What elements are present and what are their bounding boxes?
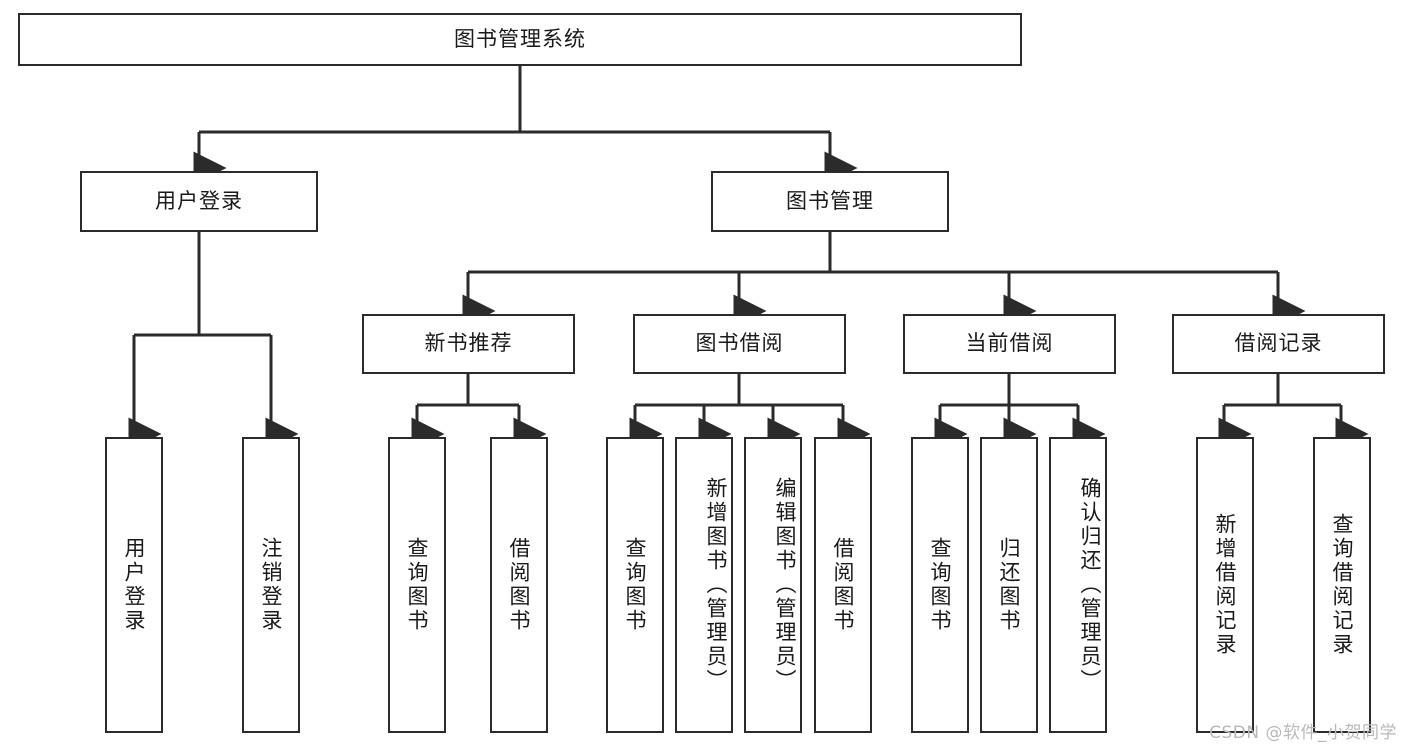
node-label: 编辑图书（管理员） bbox=[773, 477, 797, 693]
node-label: 查询图书 bbox=[928, 537, 952, 633]
node-label: 借阅记录 bbox=[1234, 331, 1323, 356]
node-label: 查询图书 bbox=[623, 537, 647, 633]
node-label: 新书推荐 bbox=[424, 331, 513, 356]
node-borrow-record[interactable]: 借阅记录 bbox=[1172, 314, 1385, 374]
node-label: 当前借阅 bbox=[965, 331, 1054, 356]
leaf-logout[interactable]: 注销登录 bbox=[242, 437, 300, 733]
leaf-edit-book-admin[interactable]: 编辑图书（管理员） bbox=[744, 437, 802, 733]
leaf-return-book[interactable]: 归还图书 bbox=[980, 437, 1038, 733]
node-label: 注销登录 bbox=[259, 537, 283, 633]
node-label: 新增图书（管理员） bbox=[704, 477, 728, 693]
node-book-management[interactable]: 图书管理 bbox=[711, 171, 949, 232]
leaf-query-book-nb[interactable]: 查询图书 bbox=[388, 437, 446, 733]
leaf-query-borrow-record[interactable]: 查询借阅记录 bbox=[1313, 437, 1371, 733]
node-label: 图书借阅 bbox=[695, 331, 784, 356]
leaf-query-book-cb[interactable]: 查询图书 bbox=[911, 437, 969, 733]
leaf-borrow-book-bb[interactable]: 借阅图书 bbox=[814, 437, 872, 733]
node-label: 查询借阅记录 bbox=[1330, 513, 1354, 657]
leaf-add-borrow-record[interactable]: 新增借阅记录 bbox=[1196, 437, 1254, 733]
node-current-borrow[interactable]: 当前借阅 bbox=[903, 314, 1116, 374]
leaf-query-book-bb[interactable]: 查询图书 bbox=[606, 437, 664, 733]
leaf-user-login[interactable]: 用户登录 bbox=[105, 437, 163, 733]
watermark: CSDN @软件_小贺同学 bbox=[1209, 723, 1397, 743]
node-label: 图书管理系统 bbox=[454, 26, 586, 51]
leaf-add-book-admin[interactable]: 新增图书（管理员） bbox=[675, 437, 733, 733]
node-label: 借阅图书 bbox=[507, 537, 531, 633]
node-label: 用户登录 bbox=[155, 188, 243, 213]
node-label: 用户登录 bbox=[122, 537, 146, 633]
node-new-book-recommend[interactable]: 新书推荐 bbox=[362, 314, 575, 374]
node-label: 新增借阅记录 bbox=[1213, 513, 1237, 657]
node-book-borrow[interactable]: 图书借阅 bbox=[633, 314, 846, 374]
node-label: 借阅图书 bbox=[831, 537, 855, 633]
node-user-login[interactable]: 用户登录 bbox=[80, 171, 318, 232]
node-label: 确认归还（管理员） bbox=[1078, 477, 1102, 693]
leaf-borrow-book-nb[interactable]: 借阅图书 bbox=[490, 437, 548, 733]
leaf-confirm-return-admin[interactable]: 确认归还（管理员） bbox=[1049, 437, 1107, 733]
node-label: 查询图书 bbox=[405, 537, 429, 633]
node-root-book-management-system[interactable]: 图书管理系统 bbox=[18, 13, 1022, 66]
node-label: 图书管理 bbox=[786, 188, 874, 213]
node-label: 归还图书 bbox=[997, 537, 1021, 633]
